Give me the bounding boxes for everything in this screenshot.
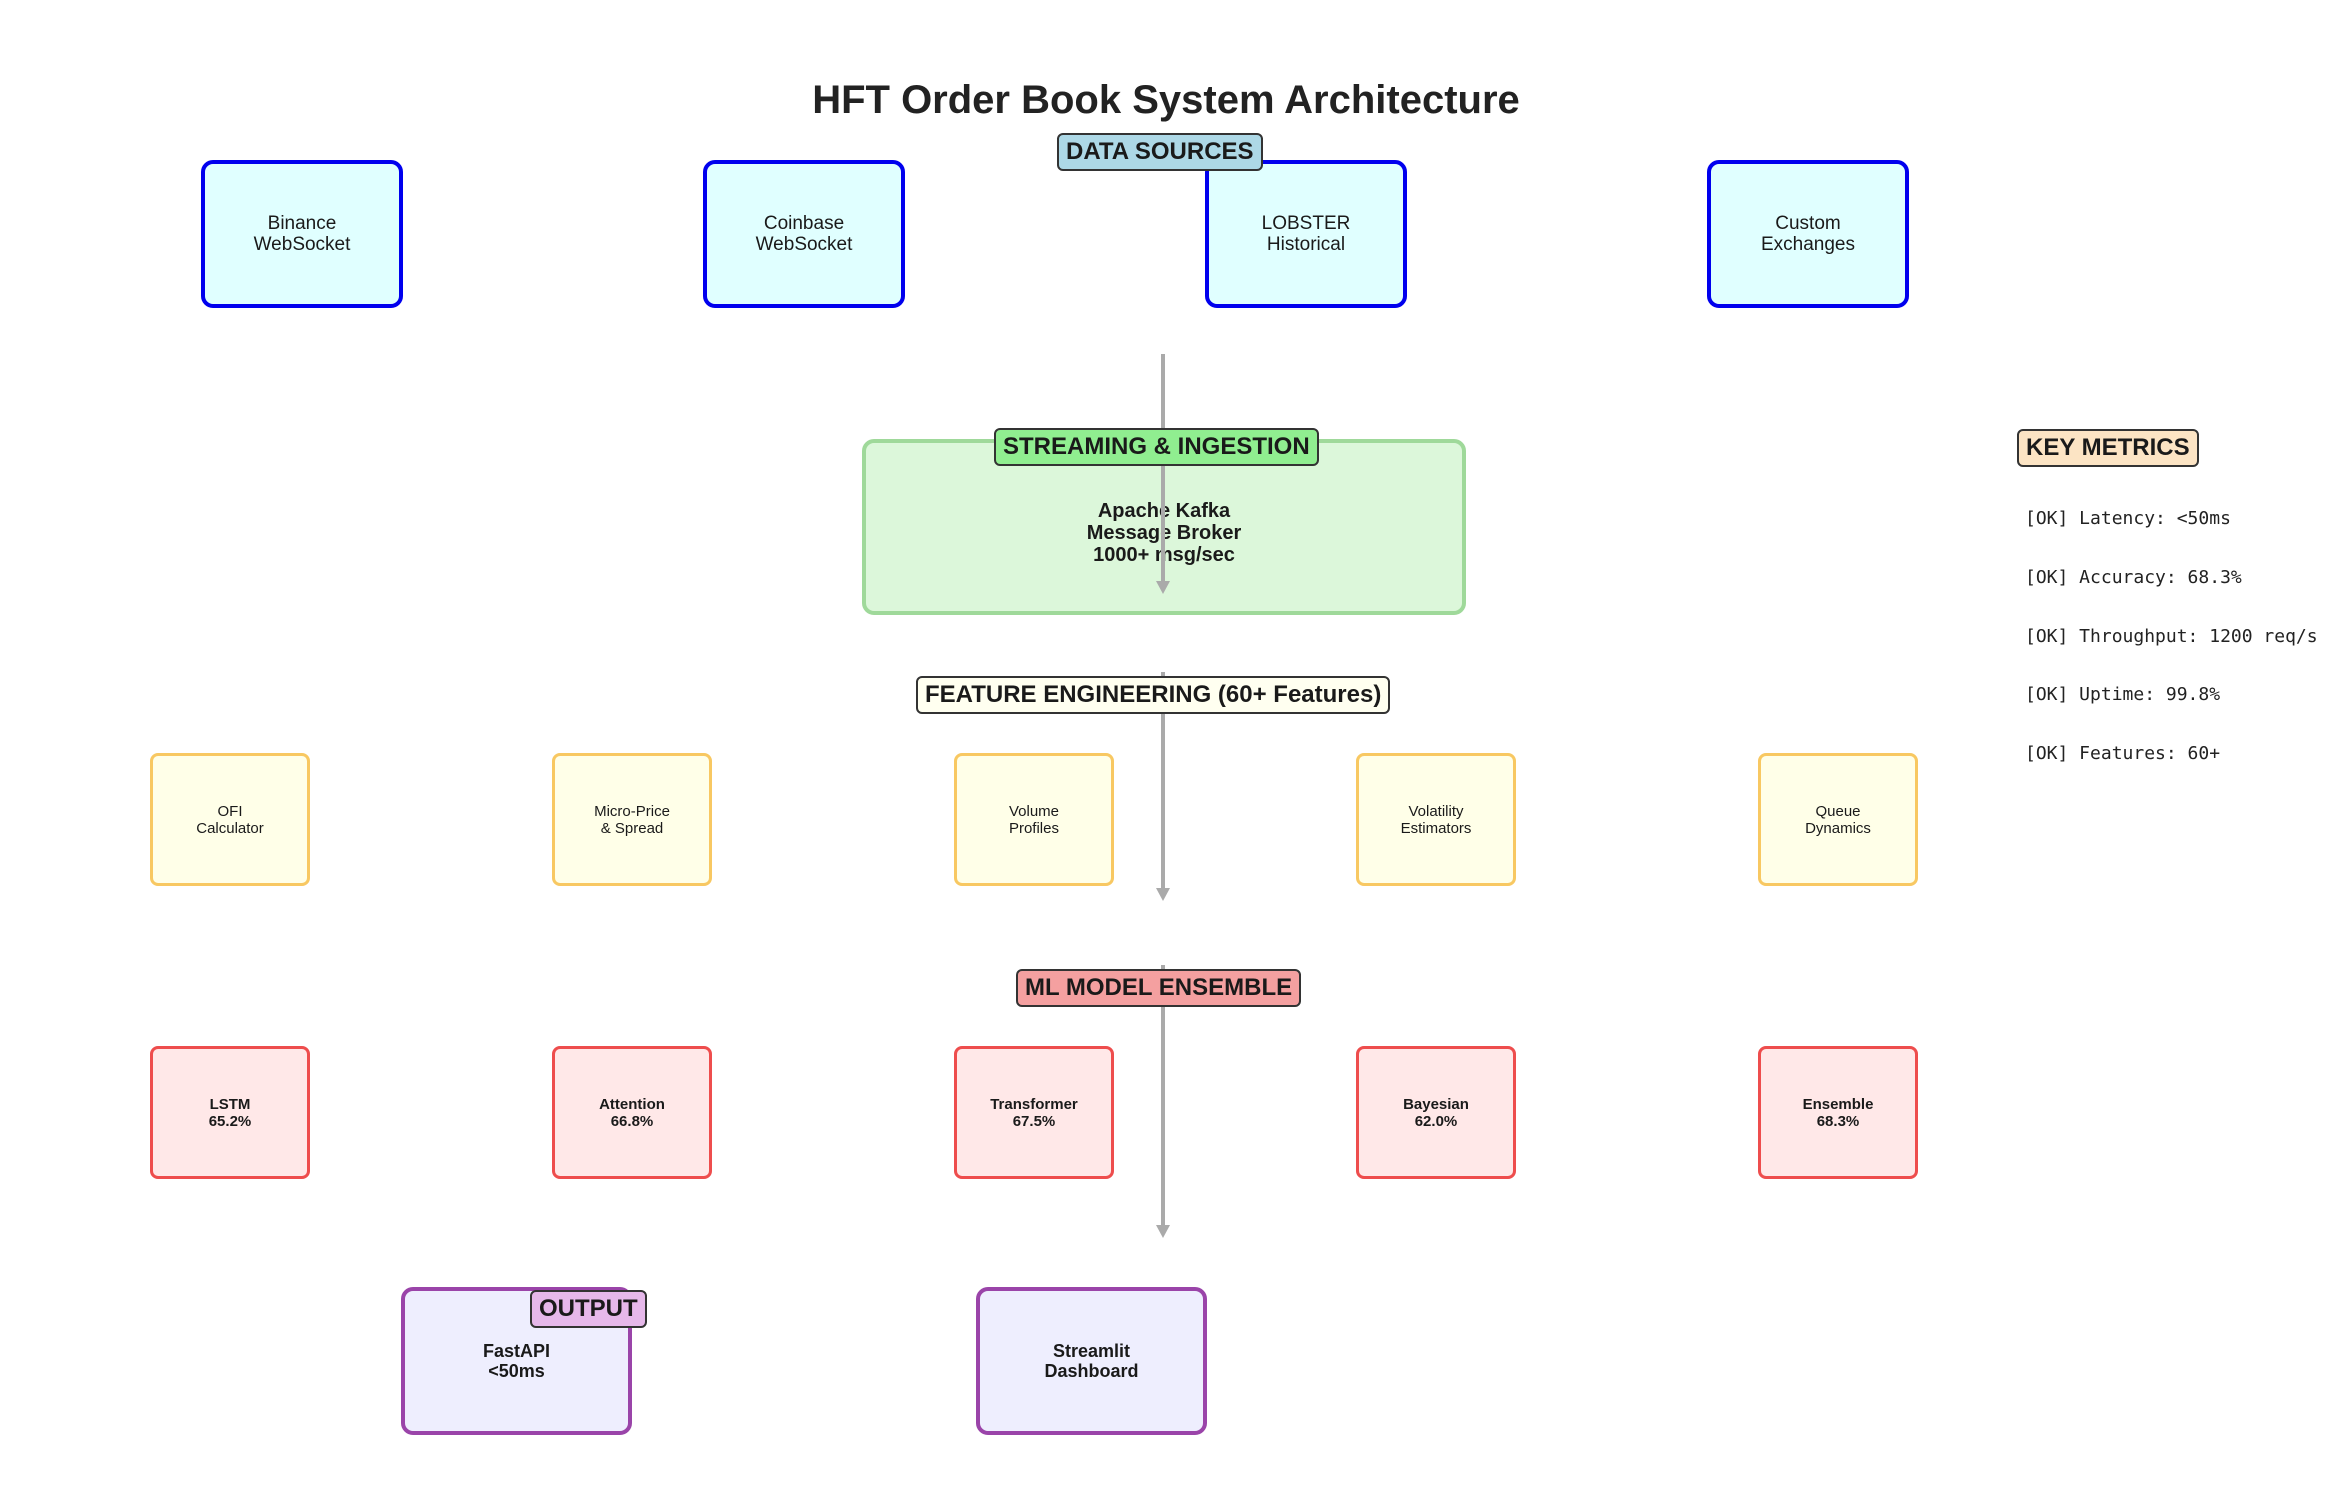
feature-box-microprice: Micro-Price & Spread (552, 753, 712, 886)
source-box-custom: Custom Exchanges (1707, 160, 1909, 308)
model-box-attention: Attention 66.8% (552, 1046, 712, 1179)
metric-accuracy: [OK] Accuracy: 68.3% (2025, 567, 2242, 588)
metric-uptime: [OK] Uptime: 99.8% (2025, 684, 2221, 705)
metric-features: [OK] Features: 60+ (2025, 743, 2221, 764)
model-box-ensemble: Ensemble 68.3% (1758, 1046, 1918, 1179)
metric-throughput: [OK] Throughput: 1200 req/s (2025, 626, 2318, 647)
section-label-data-sources: DATA SOURCES (1057, 133, 1263, 171)
model-box-bayesian: Bayesian 62.0% (1356, 1046, 1516, 1179)
diagram-title: HFT Order Book System Architecture (812, 78, 1520, 122)
source-box-lobster: LOBSTER Historical (1205, 160, 1407, 308)
section-label-features: FEATURE ENGINEERING (60+ Features) (916, 676, 1391, 714)
source-box-binance: Binance WebSocket (201, 160, 403, 308)
metric-latency: [OK] Latency: <50ms (2025, 508, 2231, 529)
arrowhead-features (1156, 888, 1170, 901)
section-label-models: ML MODEL ENSEMBLE (1016, 969, 1302, 1007)
feature-box-volume: Volume Profiles (954, 753, 1114, 886)
model-box-lstm: LSTM 65.2% (150, 1046, 310, 1179)
output-box-streamlit: Streamlit Dashboard (976, 1287, 1207, 1435)
section-label-output: OUTPUT (530, 1290, 647, 1328)
model-box-transformer: Transformer 67.5% (954, 1046, 1114, 1179)
section-label-streaming: STREAMING & INGESTION (994, 428, 1319, 466)
section-label-metrics: KEY METRICS (2017, 429, 2199, 467)
feature-box-ofi: OFI Calculator (150, 753, 310, 886)
feature-box-queue: Queue Dynamics (1758, 753, 1918, 886)
source-box-coinbase: Coinbase WebSocket (703, 160, 905, 308)
feature-box-volatility: Volatility Estimators (1356, 753, 1516, 886)
arrowhead-models (1156, 1225, 1170, 1238)
